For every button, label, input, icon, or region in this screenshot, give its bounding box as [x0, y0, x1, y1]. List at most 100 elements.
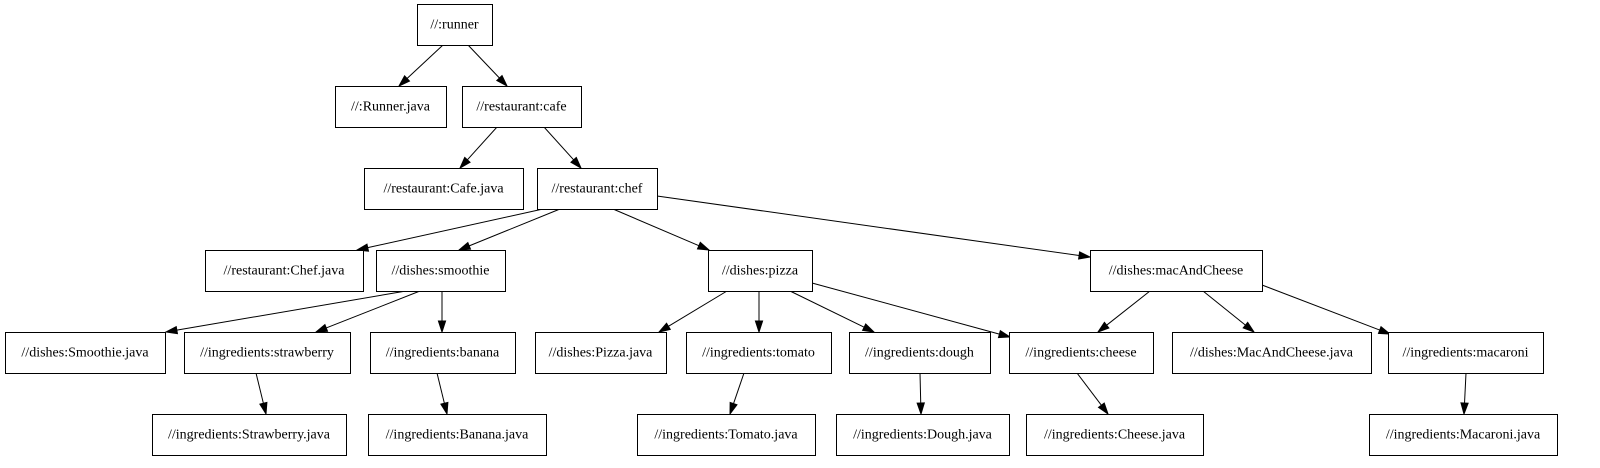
node-box[interactable]	[686, 332, 832, 374]
node-label: //:runner	[430, 18, 479, 33]
node-box[interactable]	[1090, 250, 1263, 292]
edge-line	[1464, 372, 1467, 404]
node-box[interactable]	[708, 250, 813, 292]
node-box[interactable]	[1026, 414, 1204, 456]
graph-edge	[467, 44, 509, 88]
graph-node-smoothie_java[interactable]: //dishes:Smoothie.java	[5, 332, 166, 374]
edge-arrowhead	[1097, 402, 1109, 416]
node-box[interactable]	[370, 332, 516, 374]
node-label: //ingredients:Macaroni.java	[1386, 428, 1541, 443]
node-box[interactable]	[368, 414, 547, 456]
graph-edge	[314, 290, 421, 333]
edge-line	[919, 372, 922, 404]
graph-node-restaurant_chef[interactable]: //restaurant:chef	[537, 168, 658, 210]
node-box[interactable]	[1172, 332, 1372, 374]
graph-node-chef_java[interactable]: //restaurant:Chef.java	[205, 250, 364, 292]
node-label: //ingredients:dough	[865, 346, 974, 361]
node-label: //ingredients:Dough.java	[853, 428, 993, 443]
node-box[interactable]	[5, 332, 166, 374]
graph-node-ing_macaroni[interactable]: //ingredients:macaroni	[1388, 332, 1544, 374]
node-box[interactable]	[462, 86, 582, 128]
graph-node-pizza_java[interactable]: //dishes:Pizza.java	[535, 332, 667, 374]
node-label: //dishes:smoothie	[392, 264, 490, 279]
edge-line	[1106, 290, 1151, 326]
edge-line	[811, 282, 1000, 335]
node-box[interactable]	[364, 168, 524, 210]
graph-edge	[355, 208, 544, 252]
node-label: //ingredients:macaroni	[1403, 346, 1529, 361]
edge-line	[1202, 290, 1246, 326]
node-box[interactable]	[417, 4, 493, 46]
node-box[interactable]	[1388, 332, 1544, 374]
graph-edge	[543, 126, 583, 170]
graph-edge	[1076, 372, 1109, 416]
graph-node-ing_strawberry[interactable]: //ingredients:strawberry	[184, 332, 351, 374]
node-label: //restaurant:chef	[552, 182, 643, 197]
graph-node-runner[interactable]: //:runner	[417, 4, 493, 46]
node-box[interactable]	[537, 168, 658, 210]
edge-line	[656, 195, 1080, 256]
node-label: //dishes:Pizza.java	[549, 346, 654, 361]
graph-node-dough_java[interactable]: //ingredients:Dough.java	[836, 414, 1010, 456]
edge-arrowhead	[1460, 402, 1469, 416]
node-label: //ingredients:Cheese.java	[1044, 428, 1186, 443]
node-box[interactable]	[205, 250, 364, 292]
node-box[interactable]	[335, 86, 447, 128]
edge-line	[543, 126, 575, 161]
graph-node-tomato_java[interactable]: //ingredients:Tomato.java	[637, 414, 816, 456]
graph-edge	[436, 372, 449, 416]
edge-arrowhead	[1242, 321, 1256, 334]
node-box[interactable]	[637, 414, 816, 456]
edge-arrowhead	[457, 241, 472, 251]
edge-arrowhead	[397, 75, 411, 88]
graph-node-ing_dough[interactable]: //ingredients:dough	[849, 332, 991, 374]
graph-edge	[164, 290, 407, 335]
edge-line	[367, 208, 544, 249]
graph-node-cafe_java[interactable]: //restaurant:Cafe.java	[364, 168, 524, 210]
edge-arrowhead	[997, 329, 1012, 339]
node-box[interactable]	[836, 414, 1010, 456]
node-box[interactable]	[376, 250, 506, 292]
node-box[interactable]	[1009, 332, 1154, 374]
edge-line	[668, 290, 728, 327]
graph-edge	[1460, 372, 1469, 416]
node-box[interactable]	[184, 332, 351, 374]
edge-line	[255, 372, 264, 404]
graph-edge	[789, 290, 876, 333]
edge-arrowhead	[657, 322, 672, 333]
edge-line	[406, 44, 444, 79]
graph-edge	[811, 282, 1012, 339]
node-box[interactable]	[535, 332, 667, 374]
node-label: //restaurant:Chef.java	[224, 264, 346, 279]
edges-layer	[164, 44, 1469, 416]
graph-node-ing_cheese[interactable]: //ingredients:cheese	[1009, 332, 1154, 374]
edge-arrowhead	[1096, 321, 1110, 333]
edge-arrowhead	[696, 241, 711, 251]
graph-node-ing_banana[interactable]: //ingredients:banana	[370, 332, 516, 374]
node-box[interactable]	[152, 414, 347, 456]
graph-node-strawberry_java[interactable]: //ingredients:Strawberry.java	[152, 414, 347, 456]
graph-node-macandcheese_java[interactable]: //dishes:MacAndCheese.java	[1172, 332, 1372, 374]
edge-arrowhead	[1078, 251, 1092, 260]
graph-edge	[657, 290, 728, 333]
graph-node-dishes_macandchee[interactable]: //dishes:macAndCheese	[1090, 250, 1263, 292]
graph-node-dishes_pizza[interactable]: //dishes:pizza	[708, 250, 813, 292]
node-label: //restaurant:Cafe.java	[383, 182, 504, 197]
edge-line	[469, 208, 561, 247]
graph-edge	[255, 372, 268, 416]
edge-arrowhead	[570, 156, 583, 170]
graph-node-macaroni_java[interactable]: //ingredients:Macaroni.java	[1369, 414, 1558, 456]
edge-arrowhead	[437, 320, 447, 334]
graph-node-restaurant_cafe[interactable]: //restaurant:cafe	[462, 86, 582, 128]
node-label: //dishes:Smoothie.java	[21, 346, 149, 361]
graph-node-banana_java[interactable]: //ingredients:Banana.java	[368, 414, 547, 456]
graph-node-runner_java[interactable]: //:Runner.java	[335, 86, 447, 128]
node-box[interactable]	[849, 332, 991, 374]
graph-node-dishes_smoothie[interactable]: //dishes:smoothie	[376, 250, 506, 292]
edge-arrowhead	[754, 320, 764, 334]
node-box[interactable]	[1369, 414, 1558, 456]
graph-node-ing_tomato[interactable]: //ingredients:tomato	[686, 332, 832, 374]
edge-arrowhead	[1377, 325, 1392, 335]
graph-node-cheese_java[interactable]: //ingredients:Cheese.java	[1026, 414, 1204, 456]
